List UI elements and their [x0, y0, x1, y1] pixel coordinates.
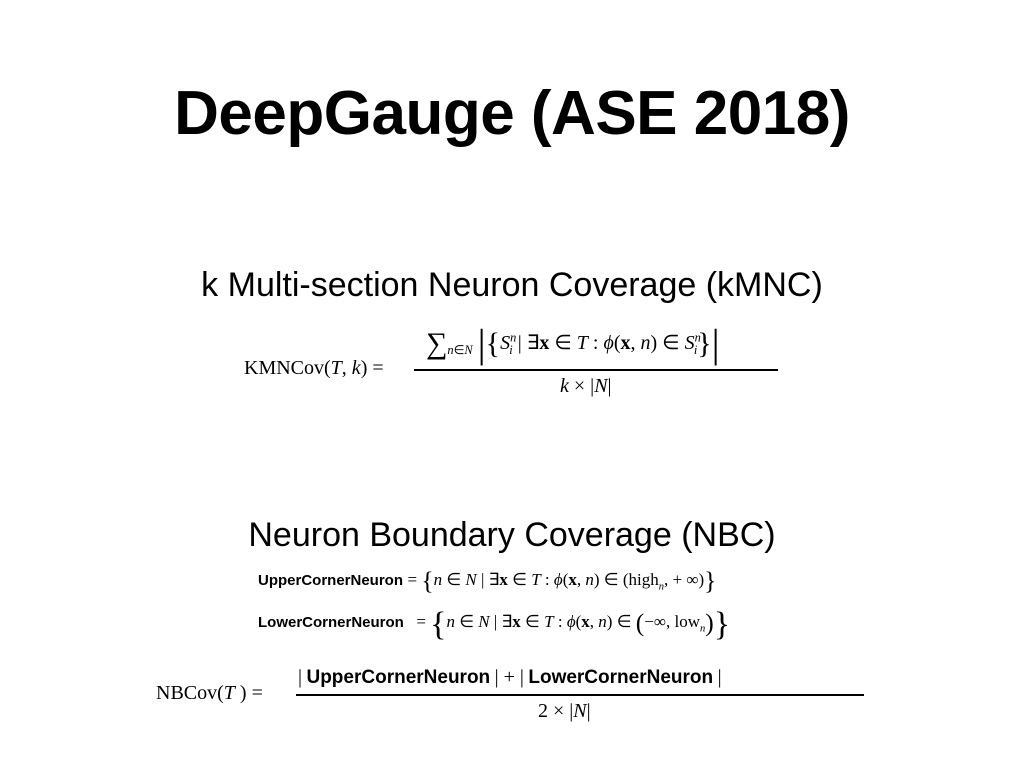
nbc-fraction-bar	[296, 694, 864, 696]
nbc-formula: NBCov(T ) = | UpperCornerNeuron | + | Lo…	[0, 660, 1024, 740]
upper-corner-set: = {n ∈ N | ∃x ∈ T : ϕ(x, n) ∈ (highn, + …	[407, 566, 717, 595]
nbc-lhs: NBCov(T ) =	[156, 682, 263, 704]
kmnc-formula: KMNCov(T, k) = ∑n∈N |{Sni | ∃x ∈ T : ϕ(x…	[0, 320, 1024, 400]
kmnc-heading: k Multi-section Neuron Coverage (kMNC)	[201, 266, 823, 304]
kmnc-fraction-bar	[414, 369, 778, 371]
nbc-numerator: | UpperCornerNeuron | + | LowerCornerNeu…	[298, 666, 722, 688]
upper-corner-definition: UpperCornerNeuron = {n ∈ N | ∃x ∈ T : ϕ(…	[258, 566, 717, 595]
lower-corner-definition: LowerCornerNeuron = {n ∈ N | ∃x ∈ T : ϕ(…	[258, 606, 731, 643]
slide-title: DeepGauge (ASE 2018)	[174, 79, 850, 148]
kmnc-numerator: ∑n∈N |{Sni | ∃x ∈ T : ϕ(x, n) ∈ Sni}|	[426, 321, 720, 366]
nbc-numerator-lower: LowerCornerNeuron	[528, 667, 714, 688]
lower-corner-label: LowerCornerNeuron	[258, 614, 404, 631]
kmnc-lhs: KMNCov(T, k) =	[244, 357, 384, 379]
kmnc-denominator: k × |N|	[560, 375, 612, 397]
upper-corner-label: UpperCornerNeuron	[258, 572, 404, 589]
lower-corner-set: = {n ∈ N | ∃x ∈ T : ϕ(x, n) ∈ (−∞, lown)…	[416, 606, 731, 643]
nbc-denominator: 2 × |N|	[538, 700, 591, 722]
nbc-heading: Neuron Boundary Coverage (NBC)	[248, 516, 776, 554]
nbc-numerator-upper: UpperCornerNeuron	[306, 667, 491, 688]
